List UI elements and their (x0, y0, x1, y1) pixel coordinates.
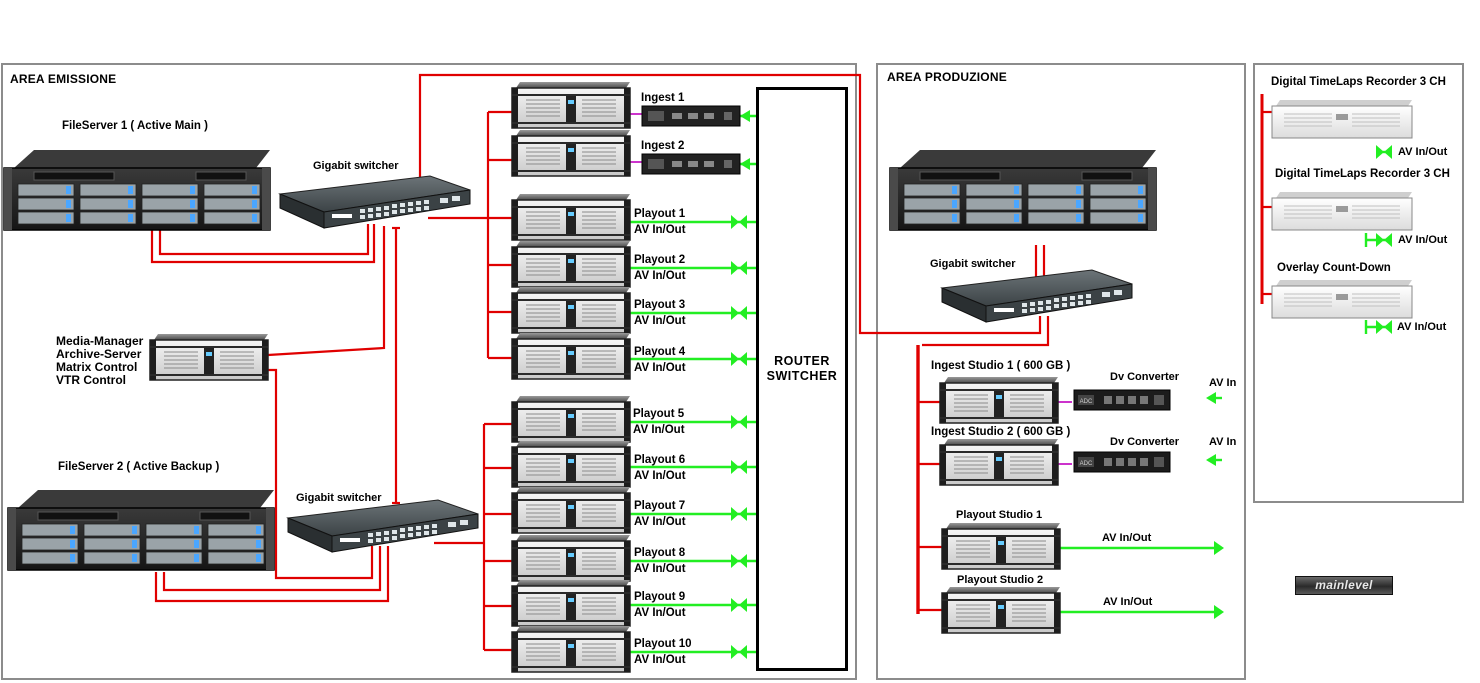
playout-1-io: AV In/Out (634, 224, 686, 236)
playout-4-label: Playout 4 (634, 346, 686, 358)
media-manager-device (149, 333, 269, 381)
playout-studio-2-io: AV In/Out (1103, 596, 1153, 608)
playout-9-io: AV In/Out (634, 607, 686, 619)
recorder-1-label: Digital TimeLaps Recorder 3 CH (1271, 76, 1446, 88)
dv-converter-2 (1073, 451, 1171, 473)
ingest-studio-1-rack (939, 376, 1059, 424)
playout-2-rack (511, 240, 631, 288)
switch-2-label: Gigabit switcher (296, 492, 382, 504)
playout-4-io: AV In/Out (634, 362, 686, 374)
recorder-1-device (1271, 99, 1413, 139)
ingest-studio-2-label: Ingest Studio 2 ( 600 GB ) (931, 426, 1071, 438)
playout-6-io: AV In/Out (634, 470, 686, 482)
area-emissione-title: AREA EMISSIONE (10, 72, 117, 86)
playout-8-label: Playout 8 (634, 547, 686, 559)
recorder-2-io: AV In/Out (1398, 234, 1448, 246)
gigabit-switch-2 (287, 499, 479, 553)
playout-1-label: Playout 1 (634, 208, 686, 220)
playout-6-label: Playout 6 (634, 454, 686, 466)
playout-4-rack (511, 332, 631, 380)
playout-2-label: Playout 2 (634, 254, 686, 266)
recorder-2-label: Digital TimeLaps Recorder 3 CH (1275, 168, 1450, 180)
playout-6-rack (511, 440, 631, 488)
dv-converter-2-label: Dv Converter (1110, 436, 1180, 448)
ingest-studio-1-label: Ingest Studio 1 ( 600 GB ) (931, 360, 1071, 372)
area-produzione-title: AREA PRODUZIONE (887, 70, 1007, 84)
mainlevel-logo: mainlevel (1295, 576, 1393, 595)
fileserver-1-label: FileServer 1 ( Active Main ) (62, 120, 208, 132)
ingest-2-rack (511, 129, 631, 177)
playout-5-label: Playout 5 (633, 408, 685, 420)
playout-8-rack (511, 534, 631, 582)
playout-2-io: AV In/Out (634, 270, 686, 282)
recorder-1-io: AV In/Out (1398, 146, 1448, 158)
playout-studio-2-rack (941, 586, 1061, 634)
playout-7-rack (511, 486, 631, 534)
router-label-line-1: ROUTER (774, 354, 830, 368)
media-manager-line-4: VTR Control (56, 373, 126, 387)
fileserver-2-label: FileServer 2 ( Active Backup ) (58, 461, 220, 473)
dv-converter-1 (1073, 389, 1171, 411)
router-label-line-2: SWITCHER (766, 369, 838, 383)
router-switcher: ROUTER SWITCHER (756, 87, 848, 671)
media-manager-line-1: Media-Manager (56, 334, 144, 348)
overlay-device (1271, 279, 1413, 319)
playout-studio-2-label: Playout Studio 2 (957, 574, 1044, 586)
dv-converter-1-label: Dv Converter (1110, 371, 1180, 383)
media-manager-line-2: Archive-Server (56, 347, 142, 361)
ingest-1-label: Ingest 1 (641, 92, 685, 104)
playout-studio-1-label: Playout Studio 1 (956, 509, 1043, 521)
playout-3-label: Playout 3 (634, 299, 686, 311)
playout-9-rack (511, 579, 631, 627)
overlay-io: AV In/Out (1397, 321, 1447, 333)
playout-studio-1-io: AV In/Out (1102, 532, 1152, 544)
gigabit-switch-produzione (941, 269, 1133, 323)
media-manager-label: Media-Manager Archive-Server Matrix Cont… (56, 335, 143, 387)
overlay-label: Overlay Count-Down (1277, 262, 1391, 274)
playout-10-rack (511, 625, 631, 673)
playout-3-rack (511, 286, 631, 334)
playout-8-io: AV In/Out (634, 563, 686, 575)
produzione-server-device (889, 149, 1157, 231)
ingest-1-rack (511, 81, 631, 129)
playout-9-label: Playout 9 (634, 591, 686, 603)
playout-5-io: AV In/Out (633, 424, 685, 436)
playout-3-io: AV In/Out (634, 315, 686, 327)
playout-5-rack (511, 395, 631, 443)
playout-7-label: Playout 7 (634, 500, 686, 512)
fileserver-1-device (3, 149, 271, 231)
playout-7-io: AV In/Out (634, 516, 686, 528)
av-in-2-label: AV In (1209, 436, 1237, 448)
ingest-1-capture-box (641, 105, 741, 127)
playout-1-rack (511, 193, 631, 241)
recorder-2-device (1271, 191, 1413, 231)
ingest-2-label: Ingest 2 (641, 140, 685, 152)
av-in-1-label: AV In (1209, 377, 1237, 389)
gigabit-switch-1 (279, 175, 471, 229)
ingest-studio-2-rack (939, 438, 1059, 486)
fileserver-2-device (7, 489, 275, 571)
media-manager-line-3: Matrix Control (56, 360, 138, 374)
produzione-switch-label: Gigabit switcher (930, 258, 1016, 270)
playout-10-label: Playout 10 (634, 638, 692, 650)
switch-1-label: Gigabit switcher (313, 160, 399, 172)
playout-10-io: AV In/Out (634, 654, 686, 666)
playout-studio-1-rack (941, 522, 1061, 570)
ingest-2-capture-box (641, 153, 741, 175)
